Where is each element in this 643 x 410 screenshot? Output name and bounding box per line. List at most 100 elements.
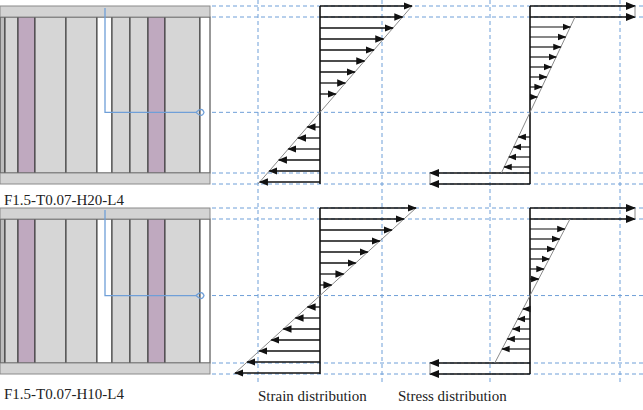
guide-line — [212, 184, 643, 185]
strain-arrow — [320, 93, 336, 94]
strain-arrow — [320, 16, 402, 17]
stress-arrow — [530, 238, 560, 239]
strain-arrow — [320, 71, 355, 72]
stress-profile — [430, 363, 431, 374]
strain-arrow — [295, 317, 320, 318]
strain-arrow — [269, 170, 320, 171]
stress-arrow — [502, 348, 530, 349]
strain-axis — [319, 208, 321, 374]
guide-line — [212, 295, 643, 296]
stress-arrow — [518, 136, 530, 137]
stress-arrow — [530, 218, 635, 220]
stress-profile — [501, 17, 575, 173]
strain-arrow — [247, 361, 320, 362]
core-strip — [130, 17, 148, 173]
guide-line — [212, 219, 643, 220]
core-strip — [130, 219, 148, 363]
guide-line — [212, 112, 643, 113]
core-strip — [165, 219, 200, 363]
specimen-label: F1.5-T0.07-H20-L4 — [4, 192, 124, 209]
strain-arrow — [320, 27, 393, 28]
strain-arrow — [320, 262, 356, 263]
stress-profile — [495, 219, 570, 363]
stress-arrow — [530, 66, 551, 67]
core-strip — [148, 219, 165, 363]
core-strip — [66, 219, 97, 363]
stress-arrow — [518, 318, 530, 319]
stress-arrow — [530, 96, 537, 97]
core-strip — [18, 219, 35, 363]
axis-caption: Strain distribution — [258, 388, 367, 405]
stress-arrow — [530, 5, 635, 7]
core-strip — [200, 219, 210, 363]
guide-line — [212, 17, 643, 18]
row-group — [0, 208, 643, 374]
stress-arrow — [509, 156, 530, 157]
stress-arrow — [530, 36, 566, 37]
core-strip — [0, 219, 5, 363]
strain-arrow — [283, 328, 320, 329]
stress-arrow — [530, 268, 544, 269]
strain-arrow — [307, 306, 320, 307]
strain-arrow — [288, 148, 320, 149]
core-strip — [66, 17, 97, 173]
strain-arrow — [320, 251, 368, 252]
core-strip — [165, 17, 200, 173]
stress-arrow — [430, 373, 530, 375]
strain-arrow — [320, 60, 364, 61]
strain-arrow — [320, 49, 374, 50]
core-strip — [0, 17, 5, 173]
guide-line — [212, 6, 643, 7]
stress-arrow — [430, 362, 530, 364]
guide-line — [258, 0, 259, 382]
section-line — [105, 210, 204, 299]
stress-arrow — [430, 172, 530, 174]
stress-arrow — [514, 146, 530, 147]
guide-line — [490, 0, 491, 382]
stress-arrow — [430, 183, 530, 185]
guide-line — [212, 173, 643, 174]
strain-arrow — [307, 126, 320, 127]
axis-caption: Stress distribution — [398, 388, 507, 405]
strain-arrow — [320, 5, 412, 6]
section-line — [105, 8, 204, 115]
guide-line — [212, 208, 643, 209]
core-strip — [148, 17, 165, 173]
strain-profile — [234, 208, 416, 374]
row-group — [0, 6, 643, 184]
guide-line — [382, 0, 383, 382]
stress-arrow — [530, 258, 549, 259]
strain-arrow — [320, 273, 344, 274]
strain-arrow — [279, 159, 320, 160]
strain-arrow — [320, 240, 380, 241]
stress-arrow — [530, 278, 539, 279]
core-strip — [112, 219, 130, 363]
stress-arrow — [504, 166, 530, 167]
stress-arrow — [530, 26, 570, 27]
core-strip — [35, 219, 66, 363]
stress-arrow — [507, 338, 530, 339]
strain-arrow — [320, 218, 404, 219]
stress-arrow — [530, 248, 554, 249]
guide-line — [212, 374, 643, 375]
strain-axis — [319, 6, 321, 184]
stress-arrow — [523, 308, 530, 309]
core-strip — [112, 17, 130, 173]
strain-arrow — [320, 38, 383, 39]
stress-arrow — [530, 16, 635, 18]
stress-arrow — [530, 86, 542, 87]
strain-arrow — [298, 137, 320, 138]
stress-profile — [635, 6, 636, 17]
stress-arrow — [530, 207, 635, 209]
strain-arrow — [259, 350, 320, 351]
strain-arrow — [271, 339, 320, 340]
stress-arrow — [513, 328, 530, 329]
strain-profile — [258, 6, 412, 184]
stress-arrow — [530, 228, 565, 229]
strain-arrow — [320, 229, 392, 230]
strain-arrow — [320, 82, 345, 83]
stress-arrow — [530, 56, 556, 57]
core-strip — [35, 17, 66, 173]
core-strip — [18, 17, 35, 173]
strain-arrow — [320, 284, 332, 285]
